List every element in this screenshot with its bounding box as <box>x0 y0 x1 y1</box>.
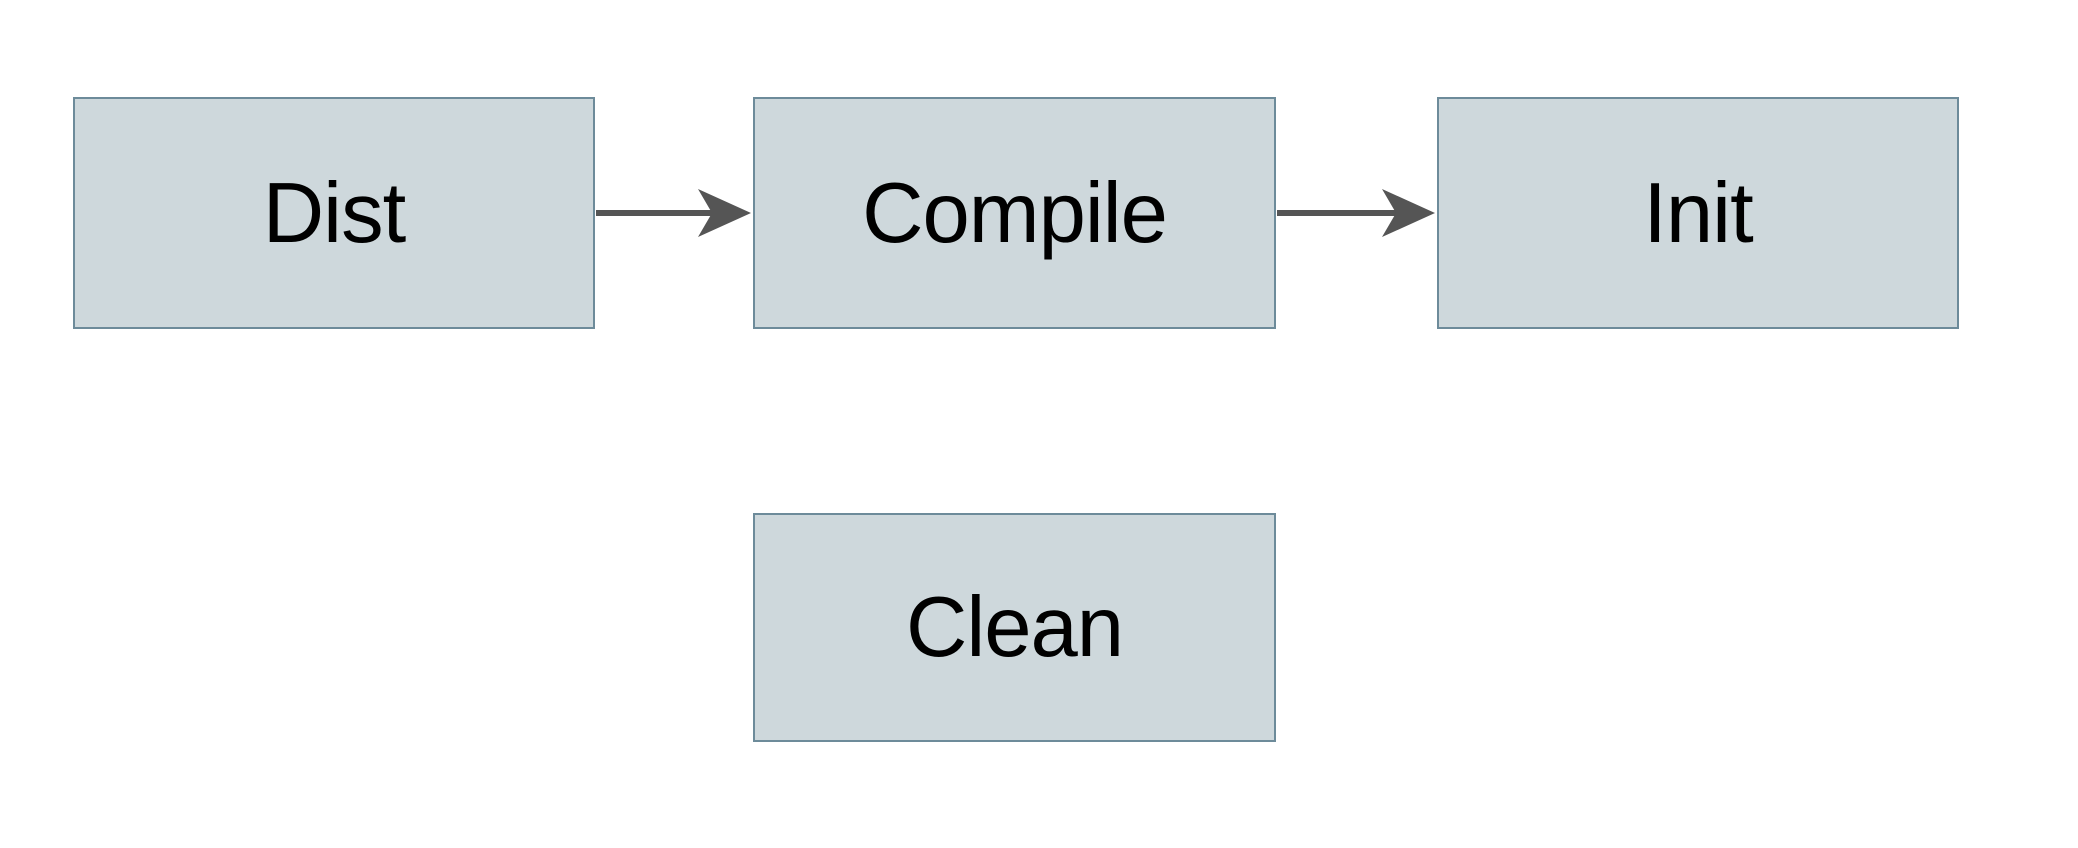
node-compile-label: Compile <box>862 165 1168 261</box>
node-init[interactable]: Init <box>1437 97 1959 329</box>
edge-compile-init[interactable] <box>1277 189 1435 237</box>
node-compile[interactable]: Compile <box>753 97 1276 329</box>
edge-dist-compile[interactable] <box>596 189 751 237</box>
node-dist[interactable]: Dist <box>73 97 595 329</box>
node-init-label: Init <box>1643 165 1753 261</box>
node-clean[interactable]: Clean <box>753 513 1276 742</box>
node-clean-label: Clean <box>905 580 1124 675</box>
node-dist-label: Dist <box>262 165 406 261</box>
